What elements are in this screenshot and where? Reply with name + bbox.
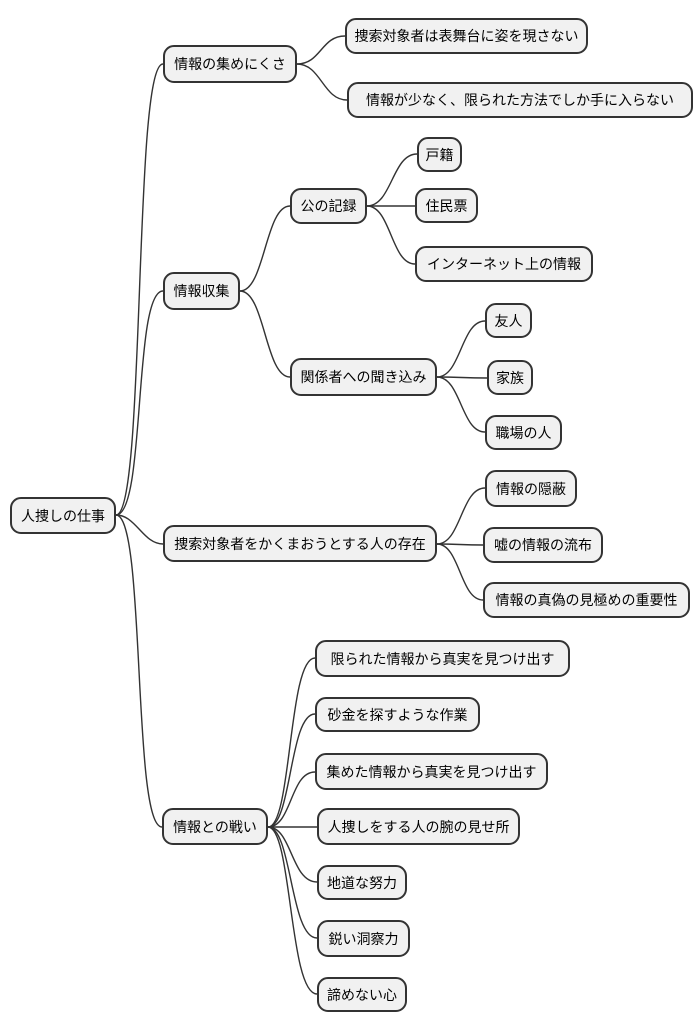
edge-group	[115, 35, 488, 995]
leaf-node-3-1: 情報の隠蔽	[485, 470, 577, 507]
leaf-node-2-2-1: 友人	[485, 303, 532, 338]
leaf-node-4-2: 砂金を探すような作業	[315, 697, 480, 732]
sub-branch-node-2-2: 関係者への聞き込み	[290, 358, 437, 396]
leaf-node-4-6: 鋭い洞察力	[317, 920, 410, 957]
leaf-node-4-1: 限られた情報から真実を見つけ出す	[315, 640, 570, 677]
root-node: 人捜しの仕事	[10, 497, 116, 534]
leaf-node-1-1: 捜索対象者は表舞台に姿を現さない	[345, 18, 588, 54]
leaf-node-4-3: 集めた情報から真実を見つけ出す	[315, 753, 548, 790]
branch-node-3: 捜索対象者をかくまおうとする人の存在	[163, 525, 437, 562]
branch-node-1: 情報の集めにくさ	[163, 45, 297, 83]
edge-sub2-leaf3	[436, 376, 486, 433]
edge-branch4-leaf7	[267, 826, 318, 995]
edge-branch4-leaf5	[267, 826, 318, 883]
edge-branch3-leaf1	[436, 487, 486, 545]
edge-branch4-leaf1	[267, 657, 316, 828]
edge-sub1-leaf3	[366, 205, 416, 265]
edge-root-branch3	[115, 514, 164, 545]
leaf-node-2-1-3: インターネット上の情報	[415, 246, 593, 282]
edge-branch1-leaf1	[296, 35, 346, 65]
sub-branch-node-2-1: 公の記録	[290, 188, 367, 224]
edge-root-branch1	[115, 63, 164, 516]
edge-root-branch2	[115, 290, 164, 516]
edge-sub2-leaf2	[436, 376, 488, 379]
edge-branch2-sub2	[239, 290, 291, 378]
leaf-node-3-2: 嘘の情報の流布	[483, 527, 603, 563]
leaf-node-2-1-2: 住民票	[415, 188, 478, 223]
leaf-node-4-4: 人捜しをする人の腕の見せ所	[317, 808, 520, 845]
branch-node-4: 情報との戦い	[162, 808, 268, 845]
leaf-node-3-3: 情報の真偽の見極めの重要性	[483, 582, 690, 618]
leaf-node-1-2: 情報が少なく、限られた方法でしか手に入らない	[347, 82, 693, 118]
leaf-node-2-2-3: 職場の人	[485, 415, 562, 450]
edge-branch3-leaf3	[436, 543, 484, 601]
leaf-node-2-1-1: 戸籍	[417, 137, 462, 172]
edge-branch2-sub1	[239, 205, 291, 292]
edge-sub1-leaf1	[366, 153, 418, 207]
edge-branch4-leaf2	[267, 713, 316, 828]
branch-node-2: 情報収集	[163, 272, 240, 310]
edge-branch4-leaf6	[267, 826, 318, 939]
edge-branch1-leaf2	[296, 63, 348, 101]
leaf-node-2-2-2: 家族	[487, 360, 533, 395]
edge-branch4-leaf3	[267, 771, 316, 828]
leaf-node-4-5: 地道な努力	[317, 865, 407, 900]
edge-root-branch4	[115, 514, 163, 828]
edge-branch3-leaf2	[436, 543, 484, 546]
leaf-node-4-7: 諦めない心	[317, 977, 407, 1012]
edge-sub2-leaf1	[436, 320, 486, 378]
